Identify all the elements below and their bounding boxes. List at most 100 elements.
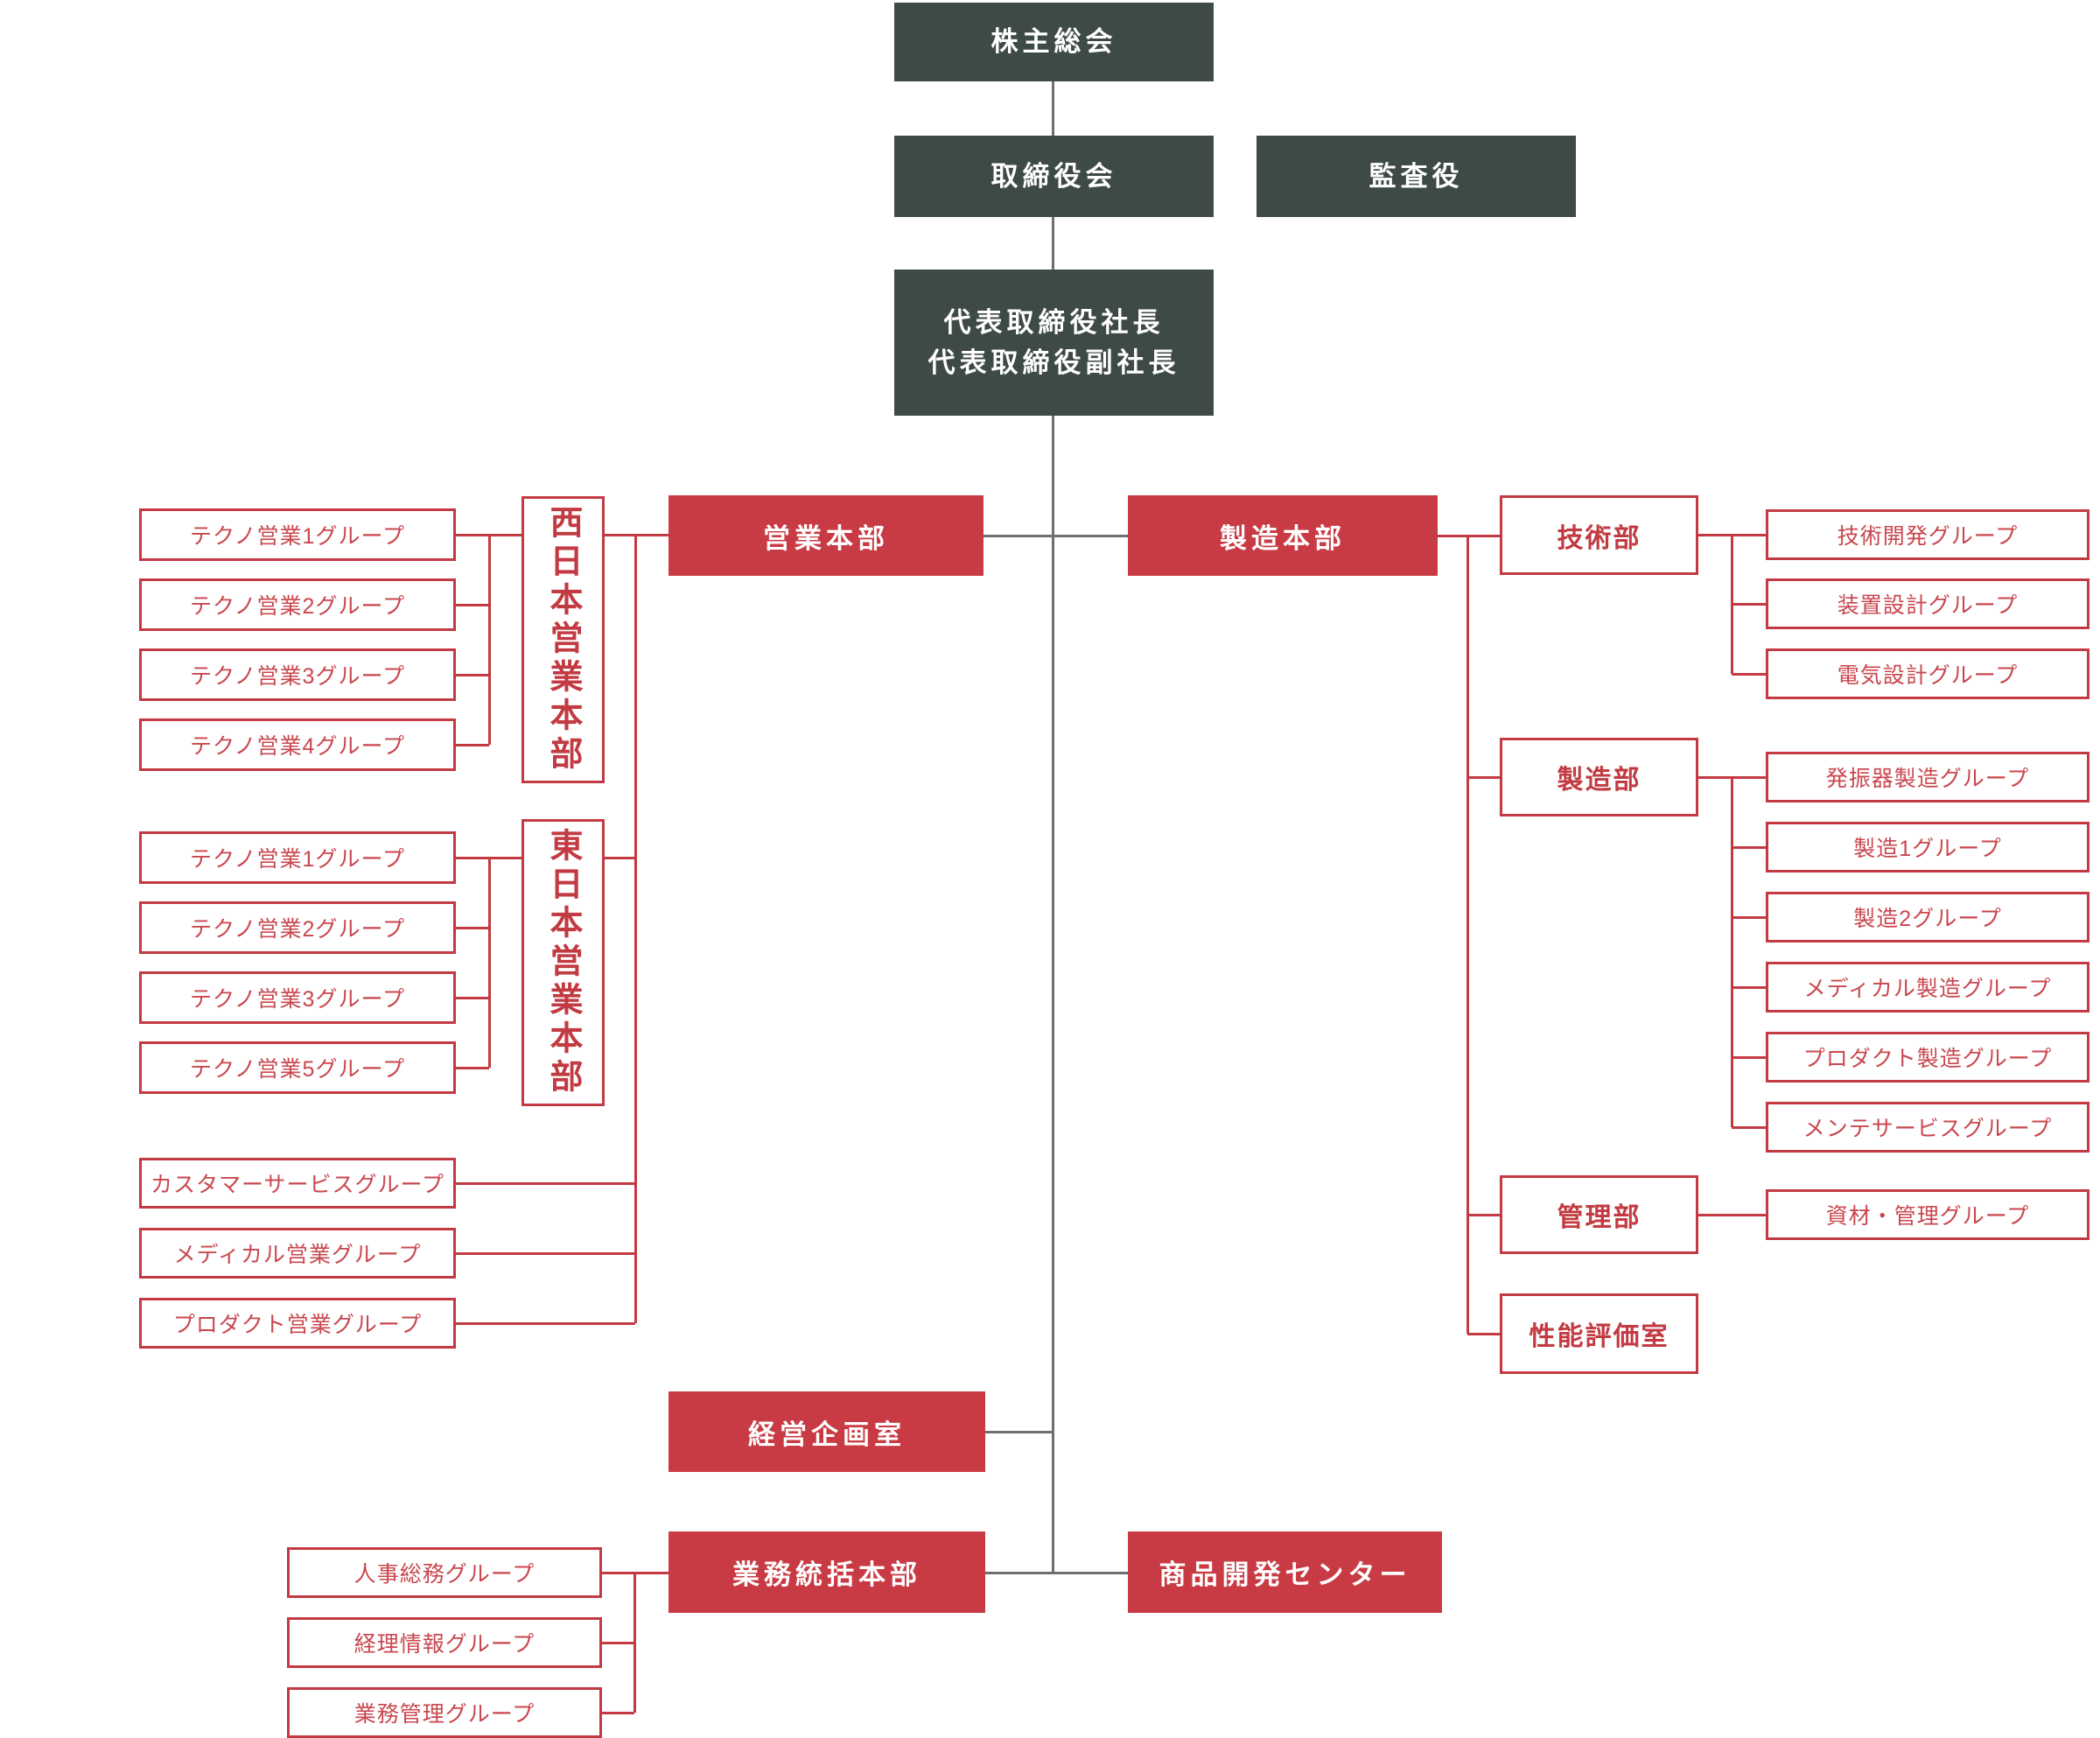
- equipment-design-group-box: 装置設計グループ: [1766, 578, 2090, 629]
- techno-sales-1-west-box: テクノ営業1グループ: [139, 508, 456, 561]
- mfg-1-group-box-label: 製造1グループ: [1853, 837, 2002, 861]
- techno-sales-3-west-box: テクノ営業3グループ: [139, 648, 456, 701]
- connector-line-red: [1467, 1332, 1500, 1335]
- tech-development-group-box: 技術開発グループ: [1766, 509, 2090, 560]
- accounting-info-group-box: 経理情報グループ: [287, 1617, 602, 1668]
- connector-line-red: [456, 1066, 489, 1069]
- performance-eval-office-box-label: 性能評価室: [1529, 1322, 1670, 1351]
- connector-line-red: [605, 856, 635, 859]
- techno-sales-4-west-box-label: テクノ営業4グループ: [190, 734, 405, 759]
- techno-sales-2-east-box: テクノ営業2グループ: [139, 901, 456, 954]
- connector-line-red: [456, 926, 489, 929]
- oscillator-mfg-group-box: 発振器製造グループ: [1766, 752, 2090, 802]
- corporate-planning-office-box: 経営企画室: [668, 1391, 985, 1472]
- admin-dept-box-label: 管理部: [1557, 1203, 1642, 1232]
- connector-line-red: [1466, 535, 1469, 1334]
- hr-general-affairs-group-box: 人事総務グループ: [287, 1547, 602, 1598]
- medical-sales-group-box-label: メディカル営業グループ: [173, 1243, 422, 1267]
- president-box-label: 代表取締役社長: [943, 306, 1165, 338]
- product-dev-center-box-label: 商品開発センター: [1158, 1559, 1411, 1590]
- connector-line-red: [602, 1711, 634, 1714]
- connector-line-red: [602, 1641, 634, 1644]
- engineering-dept-box: 技術部: [1500, 495, 1698, 575]
- mfg-1-group-box: 製造1グループ: [1766, 822, 2090, 873]
- techno-sales-2-east-box-label: テクノ営業2グループ: [190, 917, 405, 942]
- product-mfg-group-box: プロダクト製造グループ: [1766, 1032, 2090, 1083]
- connector-line-red: [1467, 1213, 1500, 1216]
- connector-line-red: [1732, 672, 1766, 676]
- sales-hq-box: 営業本部: [668, 495, 984, 576]
- accounting-info-group-box-label: 経理情報グループ: [354, 1632, 536, 1657]
- product-mfg-group-box-label: プロダクト製造グループ: [1802, 1047, 2053, 1071]
- product-sales-group-box-label: プロダクト営業グループ: [172, 1313, 423, 1337]
- board-of-directors-box-label: 取締役会: [990, 160, 1117, 192]
- shareholders-meeting-box-label: 株主総会: [990, 26, 1117, 57]
- connector-line-red: [605, 533, 668, 536]
- tech-development-group-box-label: 技術開発グループ: [1837, 524, 2019, 549]
- techno-sales-5-east-box: テクノ営業5グループ: [139, 1041, 456, 1094]
- connector-line-red: [487, 858, 491, 1068]
- business-admin-hq-box: 業務統括本部: [668, 1531, 985, 1613]
- techno-sales-4-west-box: テクノ営業4グループ: [139, 718, 456, 771]
- techno-sales-1-east-box: テクノ営業1グループ: [139, 831, 456, 884]
- connector-line-red: [1732, 845, 1766, 849]
- medical-mfg-group-box: メディカル製造グループ: [1766, 962, 2090, 1013]
- west-japan-sales-hq-box: 西日本営業本部: [522, 496, 605, 783]
- manufacturing-hq-box-label: 製造本部: [1220, 522, 1346, 554]
- connector-line-red: [456, 743, 489, 746]
- business-admin-hq-box-label: 業務統括本部: [732, 1559, 921, 1590]
- connector-line-gray: [1051, 81, 1054, 136]
- equipment-design-group-box-label: 装置設計グループ: [1837, 593, 2019, 618]
- connector-line-gray: [1051, 416, 1054, 1573]
- connector-line-red: [456, 996, 489, 999]
- connector-line-red: [1730, 777, 1733, 1127]
- mfg-2-group-box-label: 製造2グループ: [1853, 907, 2002, 931]
- techno-sales-1-west-box-label: テクノ営業1グループ: [190, 524, 405, 549]
- connector-line-red: [1732, 985, 1766, 989]
- sales-hq-box-label: 営業本部: [763, 522, 889, 554]
- east-japan-sales-hq-box-label: 東日本営業本部: [544, 828, 581, 1097]
- connector-line-red: [1732, 1055, 1766, 1059]
- customer-service-group-box-label: カスタマーサービスグループ: [150, 1173, 444, 1197]
- materials-admin-group-box-label: 資材・管理グループ: [1825, 1204, 2030, 1229]
- techno-sales-3-east-box-label: テクノ営業3グループ: [190, 987, 405, 1012]
- mainte-service-group-box-label: メンテサービスグループ: [1802, 1117, 2053, 1141]
- product-dev-center-box: 商品開発センター: [1128, 1531, 1442, 1613]
- connector-line-red: [456, 1181, 635, 1185]
- product-sales-group-box: プロダクト営業グループ: [139, 1298, 456, 1349]
- techno-sales-5-east-box-label: テクノ営業5グループ: [190, 1057, 405, 1082]
- medical-sales-group-box: メディカル営業グループ: [139, 1228, 456, 1279]
- auditor-box: 監査役: [1256, 136, 1576, 217]
- connector-line-red: [487, 535, 491, 745]
- manufacturing-dept-box: 製造部: [1500, 738, 1698, 816]
- auditor-box-label: 監査役: [1368, 160, 1464, 192]
- electrical-design-group-box: 電気設計グループ: [1766, 648, 2090, 699]
- west-japan-sales-hq-box-label: 西日本営業本部: [544, 505, 581, 774]
- connector-line-red: [1467, 775, 1500, 779]
- admin-dept-box: 管理部: [1500, 1175, 1698, 1254]
- president-box-label2: 代表取締役副社長: [928, 347, 1180, 378]
- connector-line-red: [602, 1571, 668, 1574]
- engineering-dept-box-label: 技術部: [1557, 523, 1642, 553]
- connector-line-gray: [984, 534, 1128, 537]
- connector-line-gray: [1051, 217, 1054, 270]
- connector-line-red: [456, 603, 489, 606]
- techno-sales-2-west-box-label: テクノ営業2グループ: [190, 594, 405, 619]
- connector-line-red: [1732, 1125, 1766, 1129]
- business-management-group-box-label: 業務管理グループ: [354, 1702, 536, 1727]
- mfg-2-group-box: 製造2グループ: [1766, 892, 2090, 943]
- manufacturing-dept-box-label: 製造部: [1557, 766, 1642, 795]
- connector-line-red: [456, 1251, 635, 1255]
- mainte-service-group-box: メンテサービスグループ: [1766, 1102, 2090, 1153]
- connector-line-gray: [985, 1430, 1054, 1433]
- connector-line-red: [1732, 915, 1766, 919]
- business-management-group-box: 業務管理グループ: [287, 1687, 602, 1738]
- shareholders-meeting-box: 株主総会: [894, 3, 1214, 81]
- connector-line-red: [633, 1573, 636, 1713]
- connector-line-red: [1732, 602, 1766, 606]
- electrical-design-group-box-label: 電気設計グループ: [1837, 663, 2019, 688]
- corporate-planning-office-box-label: 経営企画室: [748, 1419, 906, 1450]
- board-of-directors-box: 取締役会: [894, 136, 1214, 217]
- connector-line-gray: [985, 1571, 1128, 1574]
